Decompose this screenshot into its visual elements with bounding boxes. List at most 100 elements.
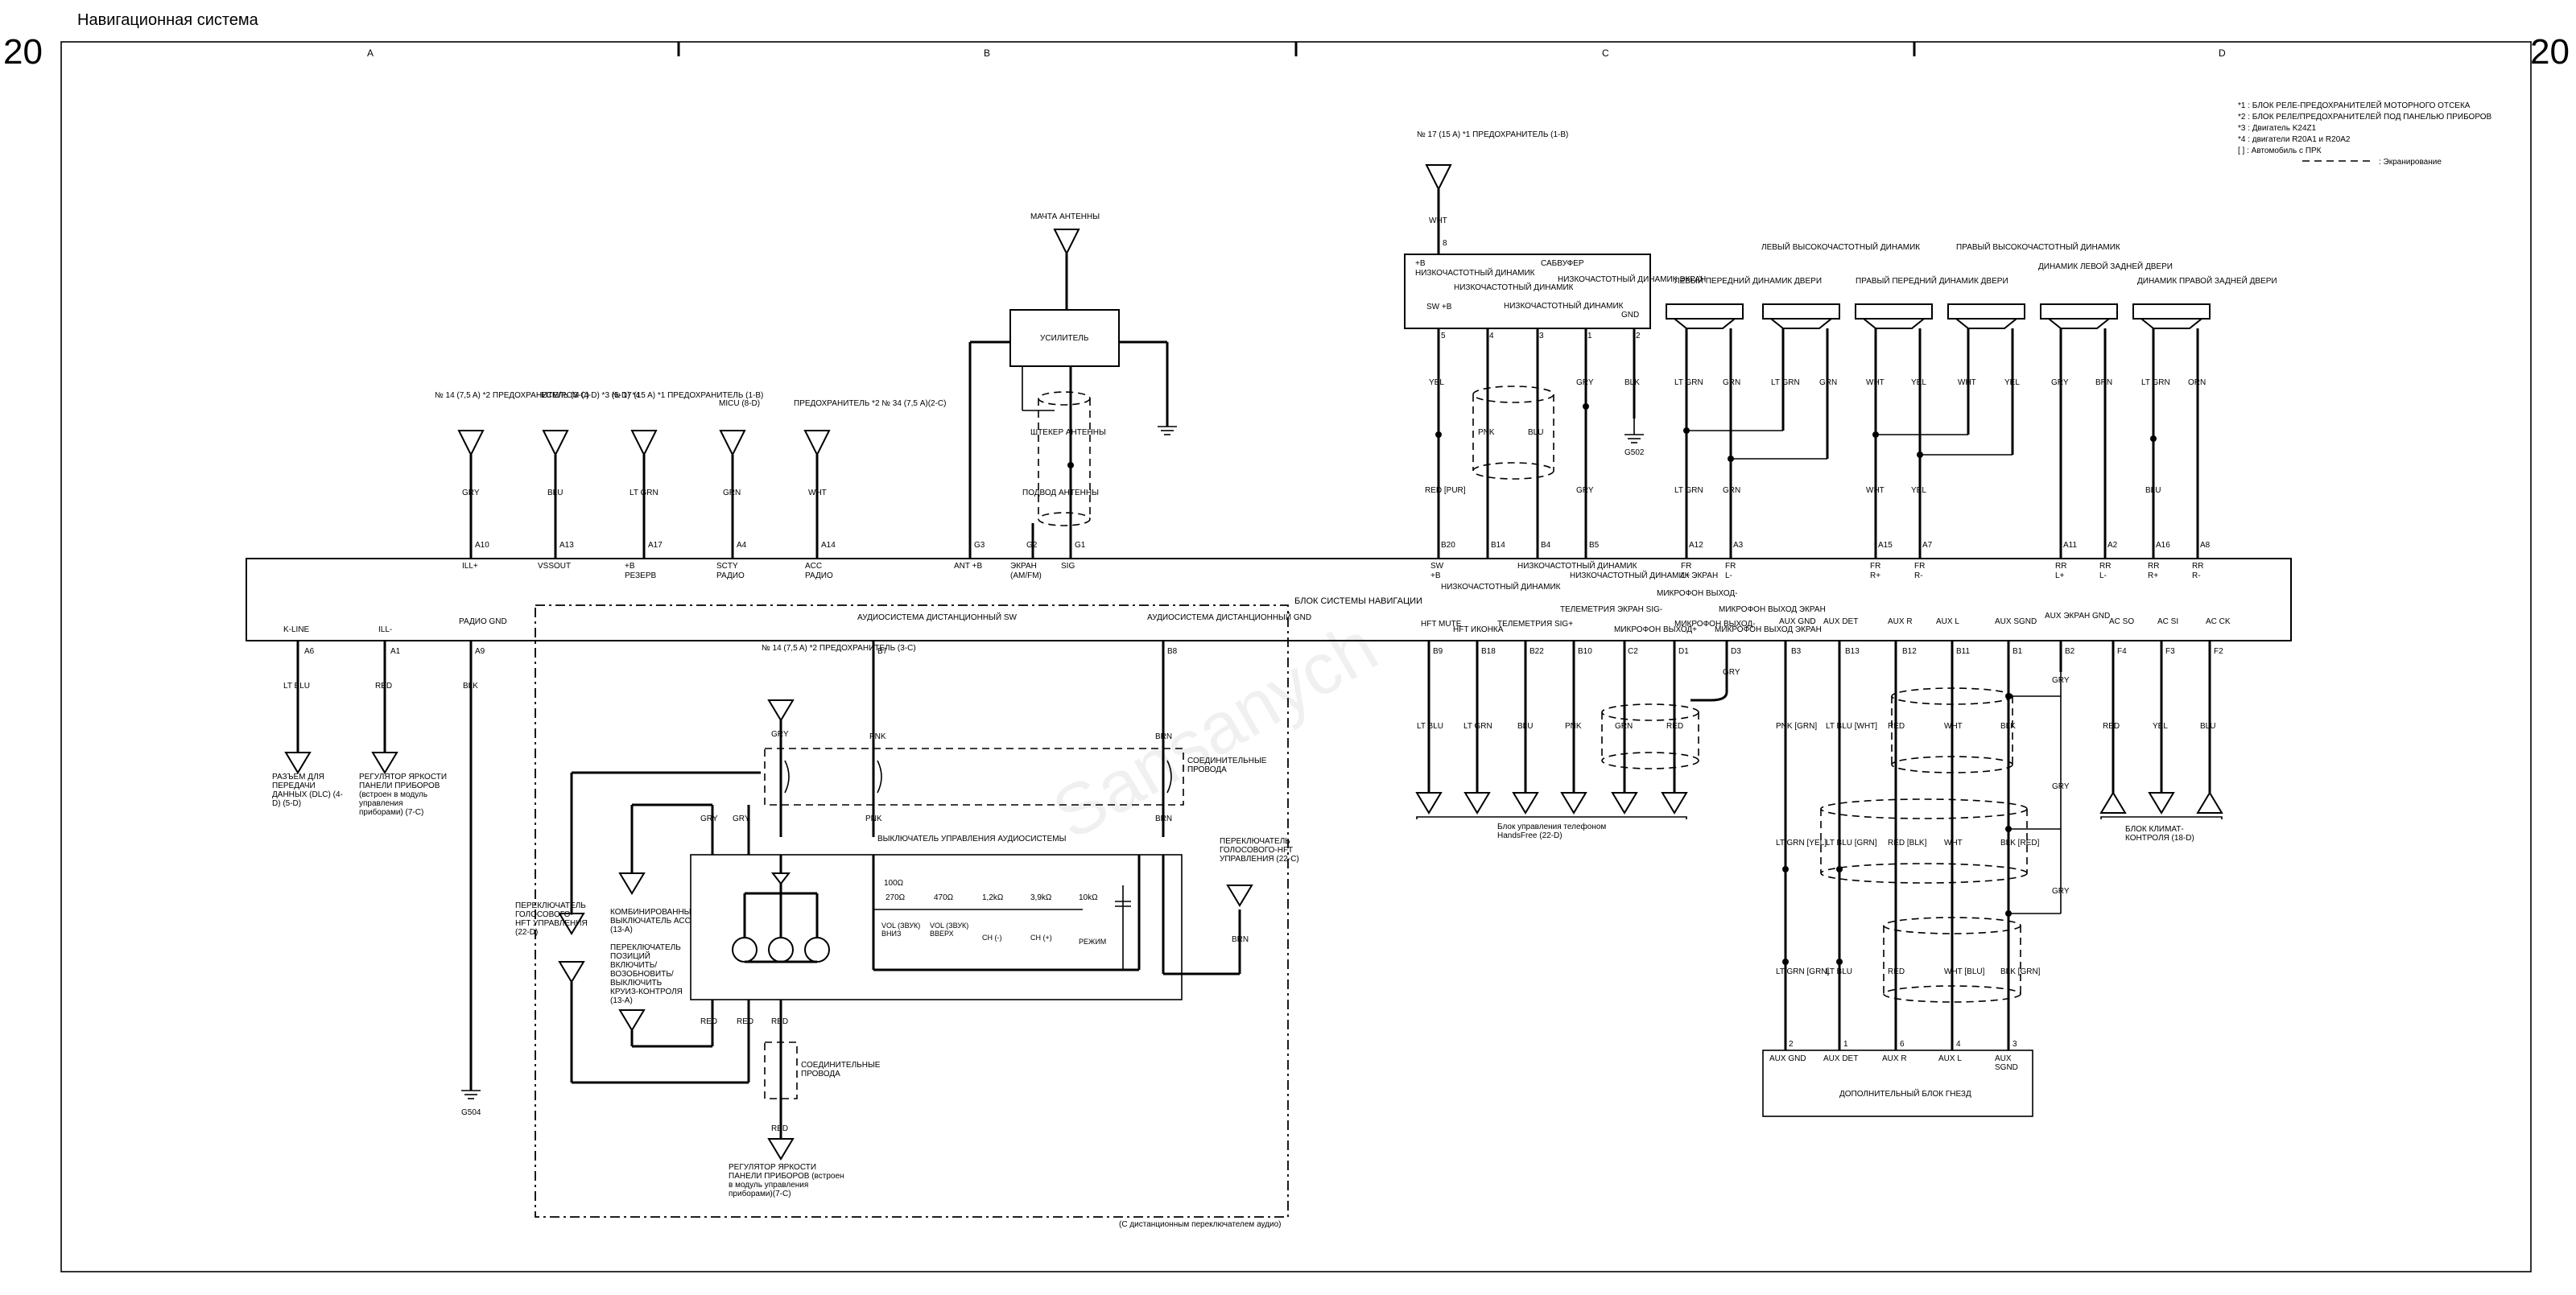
aux-pin-signal: AUX SGND xyxy=(1995,1054,2018,1072)
sub-pin: +B xyxy=(1415,259,1426,268)
wire-color-label: ORN xyxy=(2188,378,2206,387)
shield-marker xyxy=(1601,703,1699,721)
shield-marker xyxy=(1601,752,1699,769)
wire-color-label: PNK xyxy=(865,815,882,823)
speaker-label: ЛЕВЫЙ ВЫСОКОЧАСТОТНЫЙ ДИНАМИК xyxy=(1761,241,1920,252)
wire-color-label: BLU xyxy=(547,489,563,497)
cruise-switch-label: ПЕРЕКЛЮЧАТЕЛЬ ПОЗИЦИЙ ВКЛЮЧИТЬ/ ВОЗОБНОВ… xyxy=(610,943,683,1005)
shield-marker xyxy=(1472,386,1554,403)
pin-signal: МИКРОФОН ВЫХОД- xyxy=(1657,589,1737,598)
wire-color-label: RED xyxy=(2103,722,2120,731)
wire-color-label: RED xyxy=(1888,722,1905,731)
fuse-label: ECM/PCM (4-D) *3 (5-D) *4 xyxy=(541,391,640,400)
wire-color-label: LT GRN xyxy=(1463,722,1492,731)
remote-switch-note: (С дистанционным переключателем аудио) xyxy=(1119,1220,1282,1229)
sub-pin: НИЗКОЧАСТОТНЫЙ ДИНАМИК xyxy=(1415,267,1535,278)
ground-icon xyxy=(461,1090,481,1099)
lamp-icon xyxy=(804,937,830,963)
pin-signal: L- xyxy=(1725,571,1732,580)
wire-color-label: LT BLU [GRN] xyxy=(1826,839,1877,848)
pin-label: A1 xyxy=(390,647,401,656)
pin-signal: МИКРОФОН ВЫХОД+ xyxy=(1614,625,1697,634)
pin-signal: VSSOUT xyxy=(538,562,571,571)
speaker-icon xyxy=(1666,303,1744,329)
speaker-label: ДИНАМИК ЛЕВОЙ ЗАДНЕЙ ДВЕРИ xyxy=(2038,261,2173,271)
wire-color-label: PNK [GRN] xyxy=(1776,722,1817,731)
antenna-amplifier-label: УСИЛИТЕЛЬ xyxy=(1040,334,1089,343)
watermark: Sansanych xyxy=(1040,606,1391,855)
navigation-unit-box xyxy=(246,558,2292,641)
pin-label: A14 xyxy=(821,541,836,550)
pin-signal: (AM/FM) xyxy=(1010,571,1042,580)
wire-color-label: GRN xyxy=(1723,378,1740,387)
shield-marker xyxy=(1820,863,2028,884)
pin-label: 2 xyxy=(1789,1040,1794,1049)
pin-signal: РАДИО xyxy=(716,571,745,580)
wire-color-label: LT BLU xyxy=(1826,967,1852,976)
subwoofer-box xyxy=(1404,254,1651,329)
pin-signal: AUX DET xyxy=(1823,617,1858,626)
wire-color-label: BLU xyxy=(2200,722,2215,731)
wire-color-label: RED xyxy=(700,1017,717,1026)
pin-label: 8 xyxy=(1443,239,1447,248)
wire-color-label: WHT xyxy=(1958,378,1976,387)
wire-color-label: LT GRN [YEL] xyxy=(1776,839,1827,848)
pin-signal: R- xyxy=(2192,571,2201,580)
pin-label: B10 xyxy=(1578,647,1592,656)
wire-color-label: GRN xyxy=(1615,722,1633,731)
pin-signal: +B xyxy=(1430,571,1441,580)
joint-connector-top xyxy=(764,748,1184,806)
note-line: *2 : БЛОК РЕЛЕ/ПРЕДОХРАНИТЕЛЕЙ ПОД ПАНЕЛ… xyxy=(2238,111,2492,122)
pin-label: F2 xyxy=(2214,647,2223,656)
fuse-label: № 17 (15 A) *1 ПРЕДОХРАНИТЕЛЬ (1-B) xyxy=(612,391,763,400)
pin-signal: FR xyxy=(1870,562,1880,571)
column-a-label: A xyxy=(367,47,374,59)
pin-signal: МИКРОФОН ВЫХОД ЭКРАН xyxy=(1719,605,1826,614)
pin-label: A12 xyxy=(1689,541,1703,550)
pin-signal: K-LINE xyxy=(283,625,310,634)
wire-color-label: RED xyxy=(1666,722,1683,731)
sub-pin: GND xyxy=(1621,311,1639,320)
button-label: VOL (ЗВУК) ВНИЗ xyxy=(881,922,921,938)
joint-connector-label: СОЕДИНИТЕЛЬНЫЕ ПРОВОДА xyxy=(801,1061,881,1078)
fuse-label: MICU (8-D) xyxy=(719,399,760,408)
wire-color-label: BLK xyxy=(463,682,478,691)
pin-label: F3 xyxy=(2165,647,2175,656)
pin-signal: ILL+ xyxy=(462,562,478,571)
connector-icon xyxy=(1415,792,1443,815)
pin-number: 1 xyxy=(1587,332,1592,340)
pin-label: G3 xyxy=(974,541,985,550)
audio-remote-section: (С дистанционным переключателем аудио) А… xyxy=(515,604,1311,1229)
wire-color-label: GRY xyxy=(1576,486,1594,495)
wire-color-label: RED [PUR] xyxy=(1425,486,1466,495)
wire-color-label: LT BLU [WHT] xyxy=(1826,722,1877,731)
column-d-label: D xyxy=(2219,47,2226,59)
speaker-label: ЛЕВЫЙ ПЕРЕДНИЙ ДИНАМИК ДВЕРИ xyxy=(1674,275,1822,286)
connector-icon xyxy=(1463,792,1491,815)
antenna-amplifier-box xyxy=(1009,309,1120,367)
pin-signal: ILL- xyxy=(378,625,392,634)
pin-label: D3 xyxy=(1731,647,1741,656)
column-b-label: B xyxy=(984,47,990,59)
wire-color-label: BLK xyxy=(2000,722,2016,731)
resistor-label: 470Ω xyxy=(934,893,954,902)
column-dividers xyxy=(677,42,1916,56)
wire-color-label: LT GRN [GRN] xyxy=(1776,967,1830,976)
antenna-mast-label: МАЧТА АНТЕННЫ xyxy=(1030,212,1100,221)
wire-color-label: GRY xyxy=(1723,668,1740,677)
pin-signal: L- xyxy=(2099,571,2107,580)
note-line: *1 : БЛОК РЕЛЕ-ПРЕДОХРАНИТЕЛЕЙ МОТОРНОГО… xyxy=(2238,100,2471,110)
note-line: *4 : двигатели R20A1 и R20A2 xyxy=(2238,135,2351,144)
wire-color-label: PNK xyxy=(1565,722,1582,731)
pin-signal: НИЗКОЧАСТОТНЫЙ ДИНАМИК xyxy=(1441,581,1561,592)
connector-icon xyxy=(2148,792,2175,815)
fuse-icon xyxy=(457,430,485,457)
wire-color-label: LT GRN xyxy=(1674,378,1703,387)
pin-label: B8 xyxy=(1167,647,1178,656)
wire-color-label: BRN xyxy=(1232,935,1249,944)
connector-icon xyxy=(371,752,398,774)
resistor-ladder: 100Ω 270Ω 470Ω 1,2kΩ 3,9kΩ 10kΩ VOL (ЗВУ… xyxy=(872,855,1141,971)
fuse-icon xyxy=(767,699,795,722)
wire-color-label: GRN xyxy=(1819,378,1837,387)
